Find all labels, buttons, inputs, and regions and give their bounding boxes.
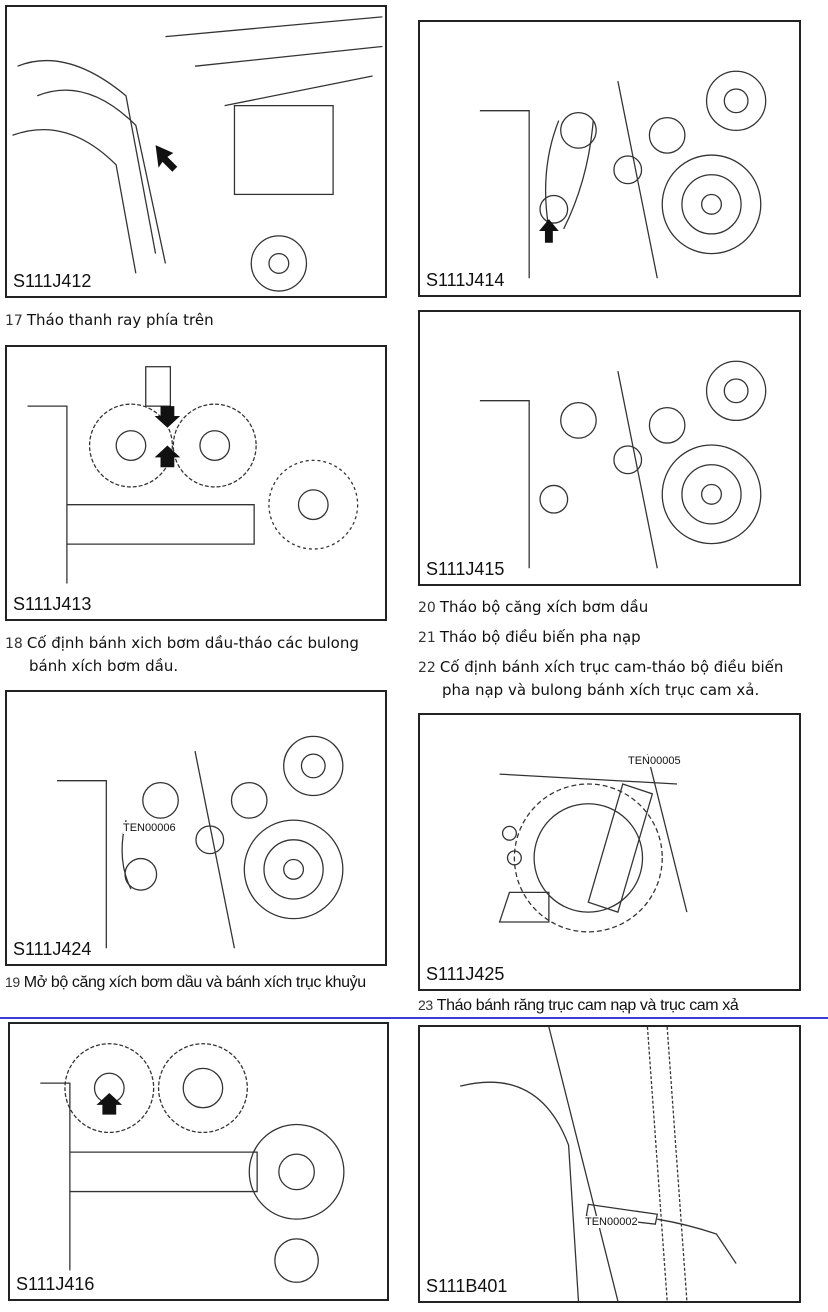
cam-gears-illustration	[40, 1043, 345, 1283]
figure-label: S111J414	[424, 270, 507, 291]
section-divider	[0, 1017, 828, 1019]
step-number: 17	[5, 313, 23, 329]
figure-s111j414: S111J414	[418, 20, 801, 297]
figure-s111j425: TEN00005 S111J425	[418, 713, 801, 991]
figure-label: S111J416	[14, 1274, 97, 1295]
step-text-line1: Cố định bánh xich bơm dầu-tháo các bulon…	[26, 634, 359, 652]
step-text: Tháo thanh ray phía trên	[26, 311, 214, 329]
figure-label: S111J424	[11, 939, 94, 960]
step-text: Mở bộ căng xích bơm dầu và bánh xích trụ…	[23, 974, 366, 991]
tool-callout: TEN00006	[123, 822, 176, 834]
figure-s111j412: S111J412	[5, 5, 387, 298]
step-number: 21	[418, 630, 436, 646]
camshaft-tool-illustration	[498, 754, 688, 933]
figure-label: S111J413	[11, 594, 94, 615]
figure-s111b401: TEN00002 S111B401	[418, 1025, 801, 1303]
figure-label: S111J425	[424, 964, 507, 985]
figure-s111j413: S111J413	[5, 345, 387, 621]
step-number: 19	[5, 974, 20, 990]
step-text-line1: Cố định bánh xích trục cam-tháo bộ điều …	[439, 658, 784, 676]
figure-s111j416: S111J416	[8, 1022, 389, 1301]
figure-label: S111B401	[424, 1276, 510, 1297]
tool-callout: TEN00005	[628, 755, 681, 767]
step-number: 18	[5, 636, 23, 652]
figure-label: S111J415	[424, 559, 507, 580]
step-text: Tháo bộ điều biến pha nạp	[439, 628, 641, 646]
step-number: 20	[418, 600, 436, 616]
step-number: 23	[418, 997, 433, 1013]
step-text-line2: bánh xích bơm dầu.	[29, 657, 179, 675]
figure-s111j424: TEN00006 S111J424	[5, 690, 387, 966]
camshaft-sprockets-illustration	[27, 366, 359, 584]
step-text-line2: pha nạp và bulong bánh xích trục cam xả.	[442, 681, 760, 699]
timing-chain-illustration	[479, 70, 767, 279]
step-number: 22	[418, 660, 436, 676]
step-text: Tháo bánh răng trục cam nạp và trục cam …	[436, 997, 739, 1014]
step-text: Tháo bộ căng xích bơm dầu	[439, 598, 649, 616]
chain-tensioner-illustration	[57, 735, 344, 949]
figure-label: S111J412	[11, 271, 94, 292]
feeler-tool-illustration	[460, 1027, 737, 1301]
exhaust-manifold-illustration	[12, 16, 383, 292]
tool-callout: TEN00002	[585, 1216, 638, 1228]
figure-s111j415: S111J415	[418, 310, 801, 586]
timing-chain-removed-illustration	[479, 360, 767, 569]
